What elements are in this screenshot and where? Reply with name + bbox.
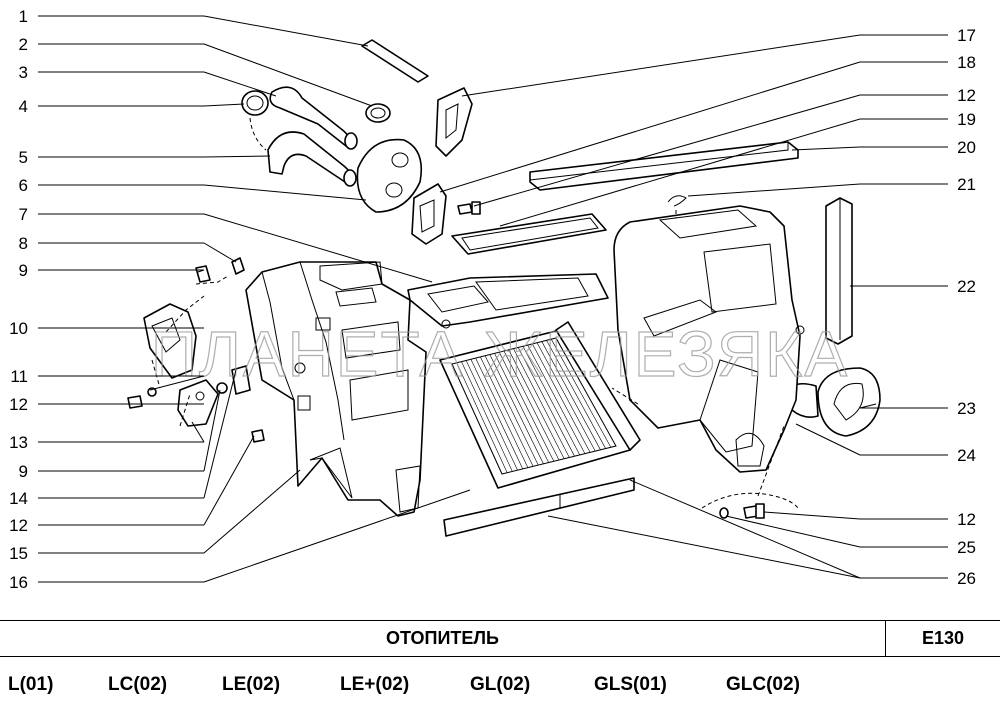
leader-line xyxy=(763,511,861,520)
radiator-fin xyxy=(522,346,580,456)
diagram-title: ОТОПИТЕЛЬ xyxy=(0,621,886,656)
radiator-fin xyxy=(470,359,523,470)
leader-line xyxy=(203,213,433,283)
model-label: LC(02) xyxy=(108,674,168,695)
radiator-fin xyxy=(551,339,612,448)
callout-number: 8 xyxy=(19,234,28,253)
callout-number: 19 xyxy=(957,110,976,129)
leader-line xyxy=(203,435,255,526)
radiator-fin xyxy=(527,344,586,454)
leader-line xyxy=(203,155,271,158)
callout-number: 18 xyxy=(957,53,976,72)
callout-number: 13 xyxy=(9,433,28,452)
leader-line xyxy=(203,489,471,583)
callout-number: 4 xyxy=(19,97,28,116)
callout-number: 22 xyxy=(957,277,976,296)
radiator-fin xyxy=(465,360,518,471)
callout-number: 1 xyxy=(19,7,28,26)
leader-line xyxy=(203,469,301,554)
radiator-fin xyxy=(499,352,555,462)
callout-number: 26 xyxy=(957,569,976,588)
callout-number: 10 xyxy=(9,319,28,338)
leader-line xyxy=(791,146,861,151)
callout-number: 17 xyxy=(957,26,976,45)
callout-number: 12 xyxy=(9,395,28,414)
radiator-fin xyxy=(461,361,513,472)
leader-line xyxy=(203,71,277,97)
radiator-fin xyxy=(532,343,591,453)
radiator-fin xyxy=(503,350,560,461)
leader-line xyxy=(795,423,861,456)
radiator-fin xyxy=(494,353,549,463)
leader-line xyxy=(547,515,861,579)
radiator-fin xyxy=(536,342,596,452)
leader-line xyxy=(859,403,877,409)
leader-line xyxy=(149,375,205,391)
radiator-fin xyxy=(508,349,565,459)
radiator-fin xyxy=(489,354,544,464)
callout-number: 12 xyxy=(957,510,976,529)
leader-line xyxy=(203,43,373,107)
leader-line xyxy=(473,94,861,207)
callout-group: 1234567891011121391412151617181219202122… xyxy=(9,7,976,592)
callout-number: 23 xyxy=(957,399,976,418)
radiator-fin xyxy=(475,357,529,468)
leader-line xyxy=(203,184,367,201)
leader-line xyxy=(439,61,861,193)
leader-line xyxy=(191,421,205,443)
radiator-fin xyxy=(480,356,534,467)
diagram-code: E130 xyxy=(921,628,965,648)
callout-number: 9 xyxy=(19,261,28,280)
radiator-fin xyxy=(546,340,606,449)
radiator-fins xyxy=(451,339,612,475)
leader-line xyxy=(687,183,861,197)
radiator-fin xyxy=(513,348,570,458)
leader-line xyxy=(203,369,237,499)
callout-number: 3 xyxy=(19,63,28,82)
leader-line xyxy=(725,515,861,548)
callout-number: 12 xyxy=(957,86,976,105)
callout-number: 11 xyxy=(10,367,28,386)
callout-number: 7 xyxy=(19,205,28,224)
radiator-fin xyxy=(517,347,575,457)
exploded-parts-diagram: ПЛАНЕТА ЖЕЛЕЗЯКА 12345678910111213914121… xyxy=(9,7,976,592)
leader-line xyxy=(203,242,237,263)
callout-number: 16 xyxy=(9,573,28,592)
leader-line xyxy=(461,34,861,97)
watermark: ПЛАНЕТА ЖЕЛЕЗЯКА xyxy=(151,318,849,390)
model-label: LE+(02) xyxy=(340,674,410,695)
callout-number: 24 xyxy=(957,446,976,465)
model-label: LE(02) xyxy=(222,674,281,695)
model-label: GL(02) xyxy=(470,674,531,695)
model-label: L(01) xyxy=(8,674,54,695)
radiator-fin xyxy=(541,341,601,450)
leader-line xyxy=(197,269,205,273)
title-bar: ОТОПИТЕЛЬ E130 xyxy=(0,620,1000,657)
callout-number: 5 xyxy=(19,148,28,167)
leader-line xyxy=(203,103,245,107)
model-label: GLS(01) xyxy=(594,674,667,695)
callout-number: 2 xyxy=(19,35,28,54)
callout-number: 6 xyxy=(19,176,28,195)
callout-number: 20 xyxy=(957,138,976,157)
callout-number: 15 xyxy=(9,544,28,563)
radiator-fin xyxy=(451,363,503,475)
leader-line xyxy=(499,118,861,227)
heater-parts-drawing xyxy=(127,39,881,537)
radiator-fin xyxy=(484,355,539,466)
radiator-fin xyxy=(456,362,508,473)
callout-number: 21 xyxy=(957,175,976,194)
model-list: L(01) LC(02) LE(02) LE+(02) GL(02) GLS(0… xyxy=(0,668,1000,704)
leader-line xyxy=(203,389,221,472)
callout-number: 14 xyxy=(9,489,28,508)
callout-number: 25 xyxy=(957,538,976,557)
leader-line xyxy=(203,15,369,47)
model-label: GLC(02) xyxy=(726,674,800,695)
callout-number: 12 xyxy=(9,516,28,535)
callout-number: 9 xyxy=(19,462,28,481)
leader-line xyxy=(629,479,861,579)
